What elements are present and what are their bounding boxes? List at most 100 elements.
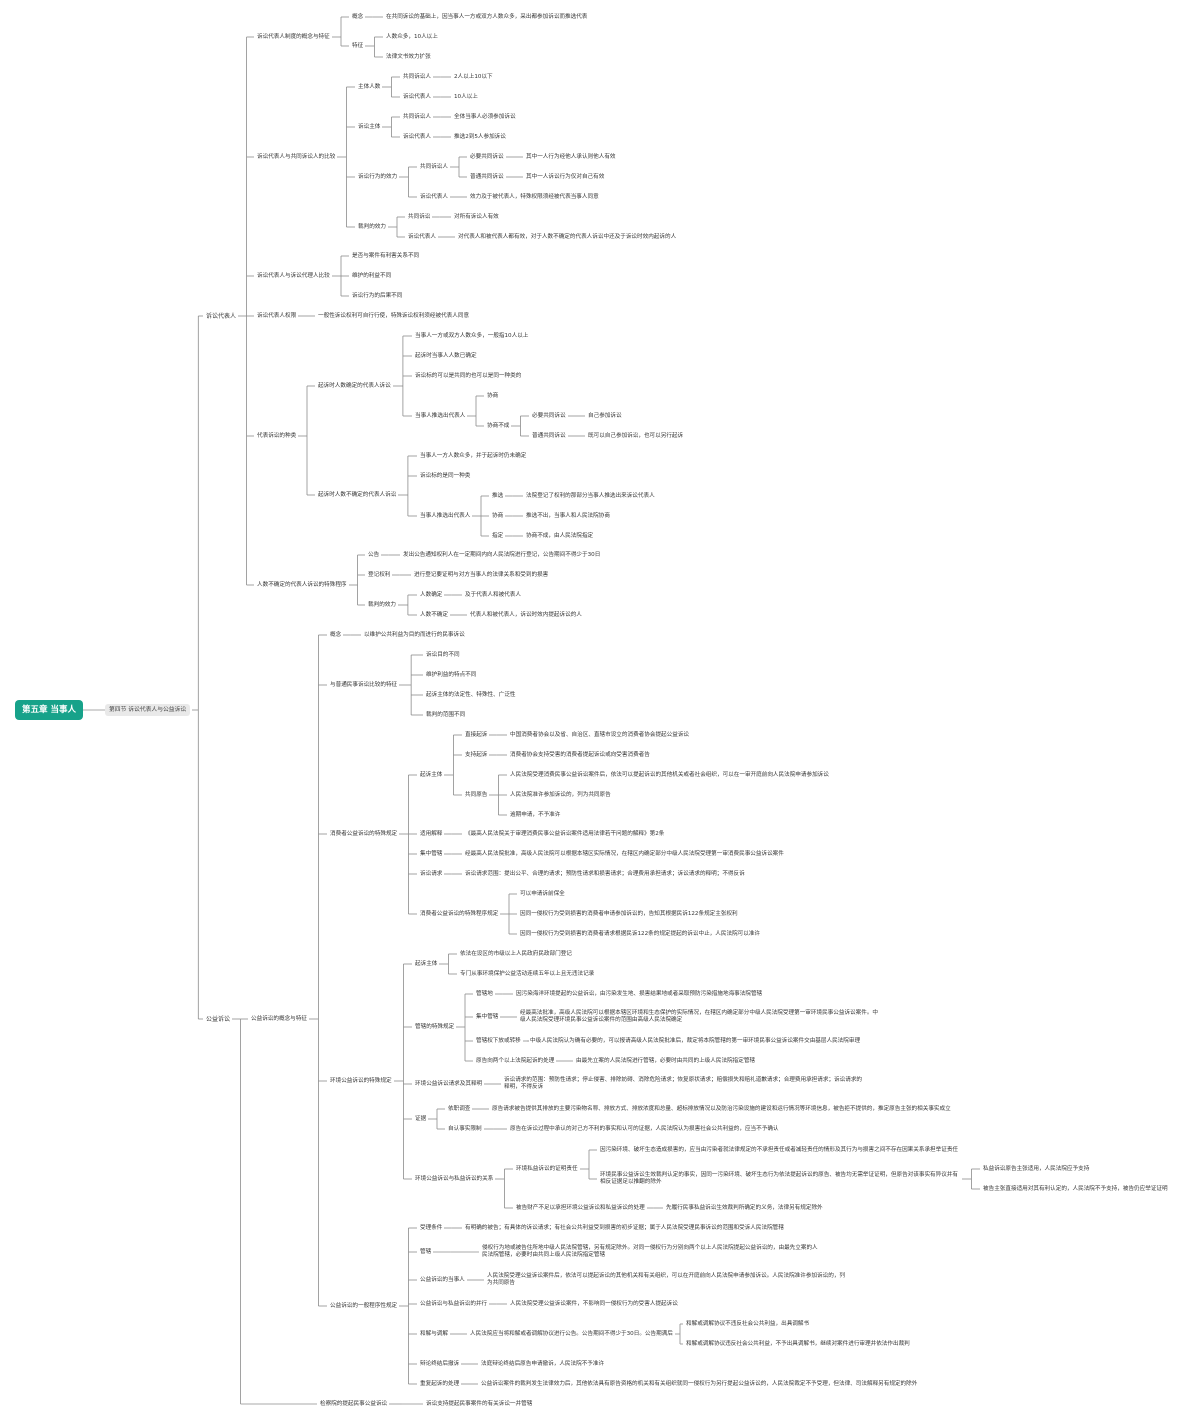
node-a1a1[interactable]: 在共同诉讼的基础上，因当事人一方或双方人数众多，采出都参加诉讼而推选代表	[386, 13, 588, 20]
node-b1e[interactable]: 公益诉讼的一般程序性规定	[330, 1302, 398, 1309]
node-a5a4b[interactable]: 协商不成	[487, 422, 510, 429]
node-b1d2b[interactable]: 集中管辖	[476, 1013, 499, 1020]
node-b1e6[interactable]: 辩论终结后撤诉	[420, 1360, 460, 1367]
node-a5b3b1[interactable]: 推选不出，当事人和人民法院协商	[526, 512, 610, 519]
node-a2d1[interactable]: 共同诉讼	[408, 213, 431, 220]
node-b1c3[interactable]: 集中管辖	[420, 850, 443, 857]
node-b1d5a2a[interactable]: 私益诉讼原告主张适用，人民法院应予支持	[983, 1165, 1090, 1172]
node-a4[interactable]: 诉讼代表人权限	[257, 312, 297, 319]
node-b1c3a[interactable]: 经最高人民法院批准，高级人民法院可以根据本辖区实际情况，在辖区内确定部分中级人民…	[465, 850, 784, 857]
node-a2b2[interactable]: 诉讼代表人	[403, 133, 431, 140]
node-b1e7[interactable]: 重复起诉的处理	[420, 1380, 460, 1387]
node-b1a[interactable]: 概念	[330, 631, 342, 638]
node-a2a1[interactable]: 共同诉讼人	[403, 73, 431, 80]
node-a6c[interactable]: 裁判的效力	[368, 601, 396, 608]
node-a2b1a[interactable]: 全体当事人必须参加诉讼	[454, 113, 516, 120]
node-a5a4b2[interactable]: 普通共同诉讼	[532, 432, 566, 439]
node-b1e5[interactable]: 和解与调解	[420, 1330, 448, 1337]
node-b1d3a[interactable]: 诉讼请求的范围：预防性请求；停止侵害、排除妨碍、消除危险请求；恢复原状请求；赔偿…	[504, 1077, 863, 1090]
node-b1d1b[interactable]: 专门从事环境保护公益活动连续五年以上且无违法记录	[460, 970, 595, 977]
node-b1c1c1[interactable]: 人民法院受理消费民事公益诉讼案件后，依法可以提起诉讼的其他机关或者社会组织，可以…	[510, 771, 829, 778]
node-b1d2d[interactable]: 原告向两个以上法院起诉的处理	[476, 1057, 555, 1064]
node-a1b2[interactable]: 法律文书效力扩张	[386, 53, 431, 60]
node-a6c2[interactable]: 人数不确定	[420, 611, 448, 618]
node-b1c1b[interactable]: 支持起诉	[465, 751, 488, 758]
node-b1e4a[interactable]: 人民法院受理公益诉讼案件，不影响同一侵权行为的受害人提起诉讼	[510, 1300, 678, 1307]
node-b1c5b[interactable]: 因同一侵权行为受到损害的消费者申请参加诉讼的，告知其根据民诉122条规定主张权利	[520, 910, 738, 917]
node-a3b[interactable]: 维护的利益不同	[352, 272, 392, 279]
node-a4a[interactable]: 一般性诉讼权利可自行行使，特殊诉讼权利须经被代表人同意	[318, 312, 470, 319]
node-b1e5a1[interactable]: 和解或调解协议不违反社会公共利益，出具调解书	[686, 1320, 810, 1327]
node-a2d2a[interactable]: 对代表人和被代表人都有效，对于人数不确定的代表人诉讼中还及于诉讼时效内起诉的人	[458, 233, 677, 240]
node-a5a[interactable]: 起诉时人数确定的代表人诉讼	[318, 382, 391, 389]
node-a6a[interactable]: 公告	[368, 551, 380, 558]
node-b1d2a1[interactable]: 因污染海洋环境提起的公益诉讼，由污染发生地、损害结果地或者采取预防污染措施地海事…	[516, 990, 763, 997]
node-a3[interactable]: 诉讼代表人与诉讼代理人比较	[257, 272, 330, 279]
node-a3a[interactable]: 是否与案件有利害关系不同	[352, 252, 420, 259]
node-b1b1[interactable]: 诉讼目的不同	[426, 651, 460, 658]
node-b1d5a[interactable]: 环境私益诉讼的证明责任	[516, 1165, 578, 1172]
node-a2b1[interactable]: 共同诉讼人	[403, 113, 431, 120]
node-b1d2a[interactable]: 管辖地	[476, 990, 493, 997]
node-b1d2[interactable]: 管辖的特殊规定	[415, 1023, 455, 1030]
node-b1d4b[interactable]: 自认事实限制	[448, 1125, 482, 1132]
node-b1c1b1[interactable]: 消费者协会支持受害的消费者提起诉讼或向受害消费者告	[510, 751, 650, 758]
node-b1d2b1[interactable]: 经最高法批准，高级人民法院可以根据本辖区环境和生态保护的实际情况，在辖区内确定部…	[520, 1010, 879, 1023]
node-a6b[interactable]: 登记权利	[368, 571, 391, 578]
node-b1d2d1[interactable]: 由最先立案的人民法院进行管辖，必要时由共同的上级人民法院指定管辖	[576, 1057, 756, 1064]
node-a5b3c[interactable]: 指定	[492, 532, 504, 539]
node-a5b3c1[interactable]: 协商不成，由人民法院指定	[526, 532, 594, 539]
node-b1c1c[interactable]: 共同原告	[465, 791, 488, 798]
node-a2a2[interactable]: 诉讼代表人	[403, 93, 431, 100]
node-b1c1c2[interactable]: 人民法院准许参加诉讼的，列为共同原告	[510, 791, 611, 798]
node-b1b[interactable]: 与普通民事诉讼比较的特征	[330, 681, 398, 688]
node-b1d4a[interactable]: 依职调查	[448, 1105, 471, 1112]
node-a2c[interactable]: 诉讼行为的效力	[358, 173, 398, 180]
node-a2b2a[interactable]: 推选2到5人参加诉讼	[454, 133, 506, 140]
node-a5b3a1[interactable]: 法院登记了权利的那部分当事人推选出来诉讼代表人	[526, 492, 655, 499]
node-b1e7a[interactable]: 公益诉讼案件的裁判发生法律效力后，其他依法具有原告资格的机关和有关组织就同一侵权…	[481, 1380, 918, 1387]
node-b2a[interactable]: 诉讼支持提起民事案件的有关诉讼一并管辖	[426, 1400, 533, 1407]
node-b1d5a2[interactable]: 环境民事公益诉讼生效裁判认定的事实，因同一污染环境、破坏生态行为依法提起诉讼的原…	[600, 1172, 959, 1185]
node-a5a4b2a[interactable]: 既可以自己参加诉讼，也可以另行起诉	[588, 432, 684, 439]
node-a2c1b1[interactable]: 其中一人诉讼行为仅对自己有效	[526, 173, 605, 180]
node-b1e3a[interactable]: 人民法院受理公益诉讼案件后，依法可以提起诉讼的其他机关和有关组织，可以在开庭前向…	[487, 1273, 846, 1286]
node-b1d2c[interactable]: 管辖权下放或转移	[476, 1037, 521, 1044]
section-topic[interactable]: 第四节 诉讼代表人与公益诉讼	[105, 704, 191, 716]
node-b1c1a1[interactable]: 中国消费者协会以及省、自治区、直辖市设立的消费者协会提起公益诉讼	[510, 731, 690, 738]
node-b1c2[interactable]: 适用解释	[420, 830, 443, 837]
node-b1e3[interactable]: 公益诉讼的当事人	[420, 1276, 465, 1283]
node-b1e1[interactable]: 受理条件	[420, 1224, 443, 1231]
node-b1d[interactable]: 环境公益诉讼的特殊规定	[330, 1077, 392, 1084]
node-a2c1b[interactable]: 普通共同诉讼	[470, 173, 504, 180]
node-b1c5[interactable]: 消费者公益诉讼的特殊程序规定	[420, 910, 499, 917]
node-a6c1[interactable]: 人数确定	[420, 591, 443, 598]
node-a5[interactable]: 代表诉讼的种类	[257, 432, 297, 439]
node-b1d5a1[interactable]: 因污染环境、破坏生态造成损害的，应当由污染者就法律规定的不承担责任或者减轻责任的…	[600, 1146, 959, 1153]
node-b1c4a[interactable]: 诉讼请求范围：提出公平、合理的请求；预防性请求和损害请求；合理费用承担请求；诉讼…	[465, 870, 745, 877]
node-a6[interactable]: 人数不确定的代表人诉讼的特殊程序	[257, 581, 347, 588]
node-a6c1a[interactable]: 及于代表人和被代表人	[465, 591, 521, 598]
node-a1b[interactable]: 特征	[352, 42, 364, 49]
node-b1a1[interactable]: 以维护公共利益为目的而进行的民事诉讼	[364, 631, 465, 638]
node-a2d2[interactable]: 诉讼代表人	[408, 233, 436, 240]
node-a5b3a[interactable]: 推选	[492, 492, 504, 499]
node-b1e5a[interactable]: 人民法院应当将和解或者调解协议进行公告。公告期间不得少于30日。公告期满后	[470, 1330, 673, 1337]
node-b1e2[interactable]: 管辖	[420, 1248, 432, 1255]
node-b1e6a[interactable]: 法庭辩论终结后原告申请撤诉，人民法院不予准许	[481, 1360, 605, 1367]
node-a1a[interactable]: 概念	[352, 13, 364, 20]
node-a5b2[interactable]: 诉讼标的是同一种类	[420, 472, 471, 479]
node-b1c2a[interactable]: 《最高人民法院关于审理消费民事公益诉讼案件适用法律若干问题的解释》第2条	[465, 830, 665, 837]
node-a6b1[interactable]: 进行登记要证明与对方当事人的法律关系和受到的损害	[414, 571, 549, 578]
node-b1c4[interactable]: 诉讼请求	[420, 870, 443, 877]
node-a2b[interactable]: 诉讼主体	[358, 123, 381, 130]
node-a2c1a[interactable]: 必要共同诉讼	[470, 153, 504, 160]
node-b1e4[interactable]: 公益诉讼与私益诉讼的并行	[420, 1300, 488, 1307]
node-b[interactable]: 公益诉讼	[206, 1015, 231, 1023]
node-a3c[interactable]: 诉讼行为的后果不同	[352, 292, 403, 299]
node-a2a[interactable]: 主体人数	[358, 83, 381, 90]
root-topic[interactable]: 第五章 当事人	[15, 700, 83, 720]
node-b1d1[interactable]: 起诉主体	[415, 960, 438, 967]
node-a2a1a[interactable]: 2人以上10以下	[454, 73, 493, 80]
node-a2a2a[interactable]: 10人以上	[454, 93, 478, 100]
